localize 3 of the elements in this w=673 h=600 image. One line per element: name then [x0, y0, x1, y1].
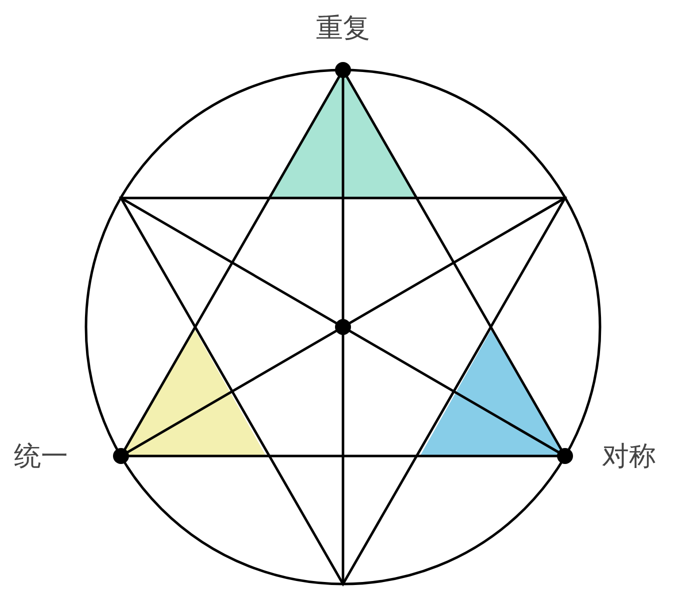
vertex-label: 对称 [602, 442, 656, 470]
vertex-label: 统一 [14, 442, 68, 470]
vertex-label: 重复 [316, 14, 370, 42]
